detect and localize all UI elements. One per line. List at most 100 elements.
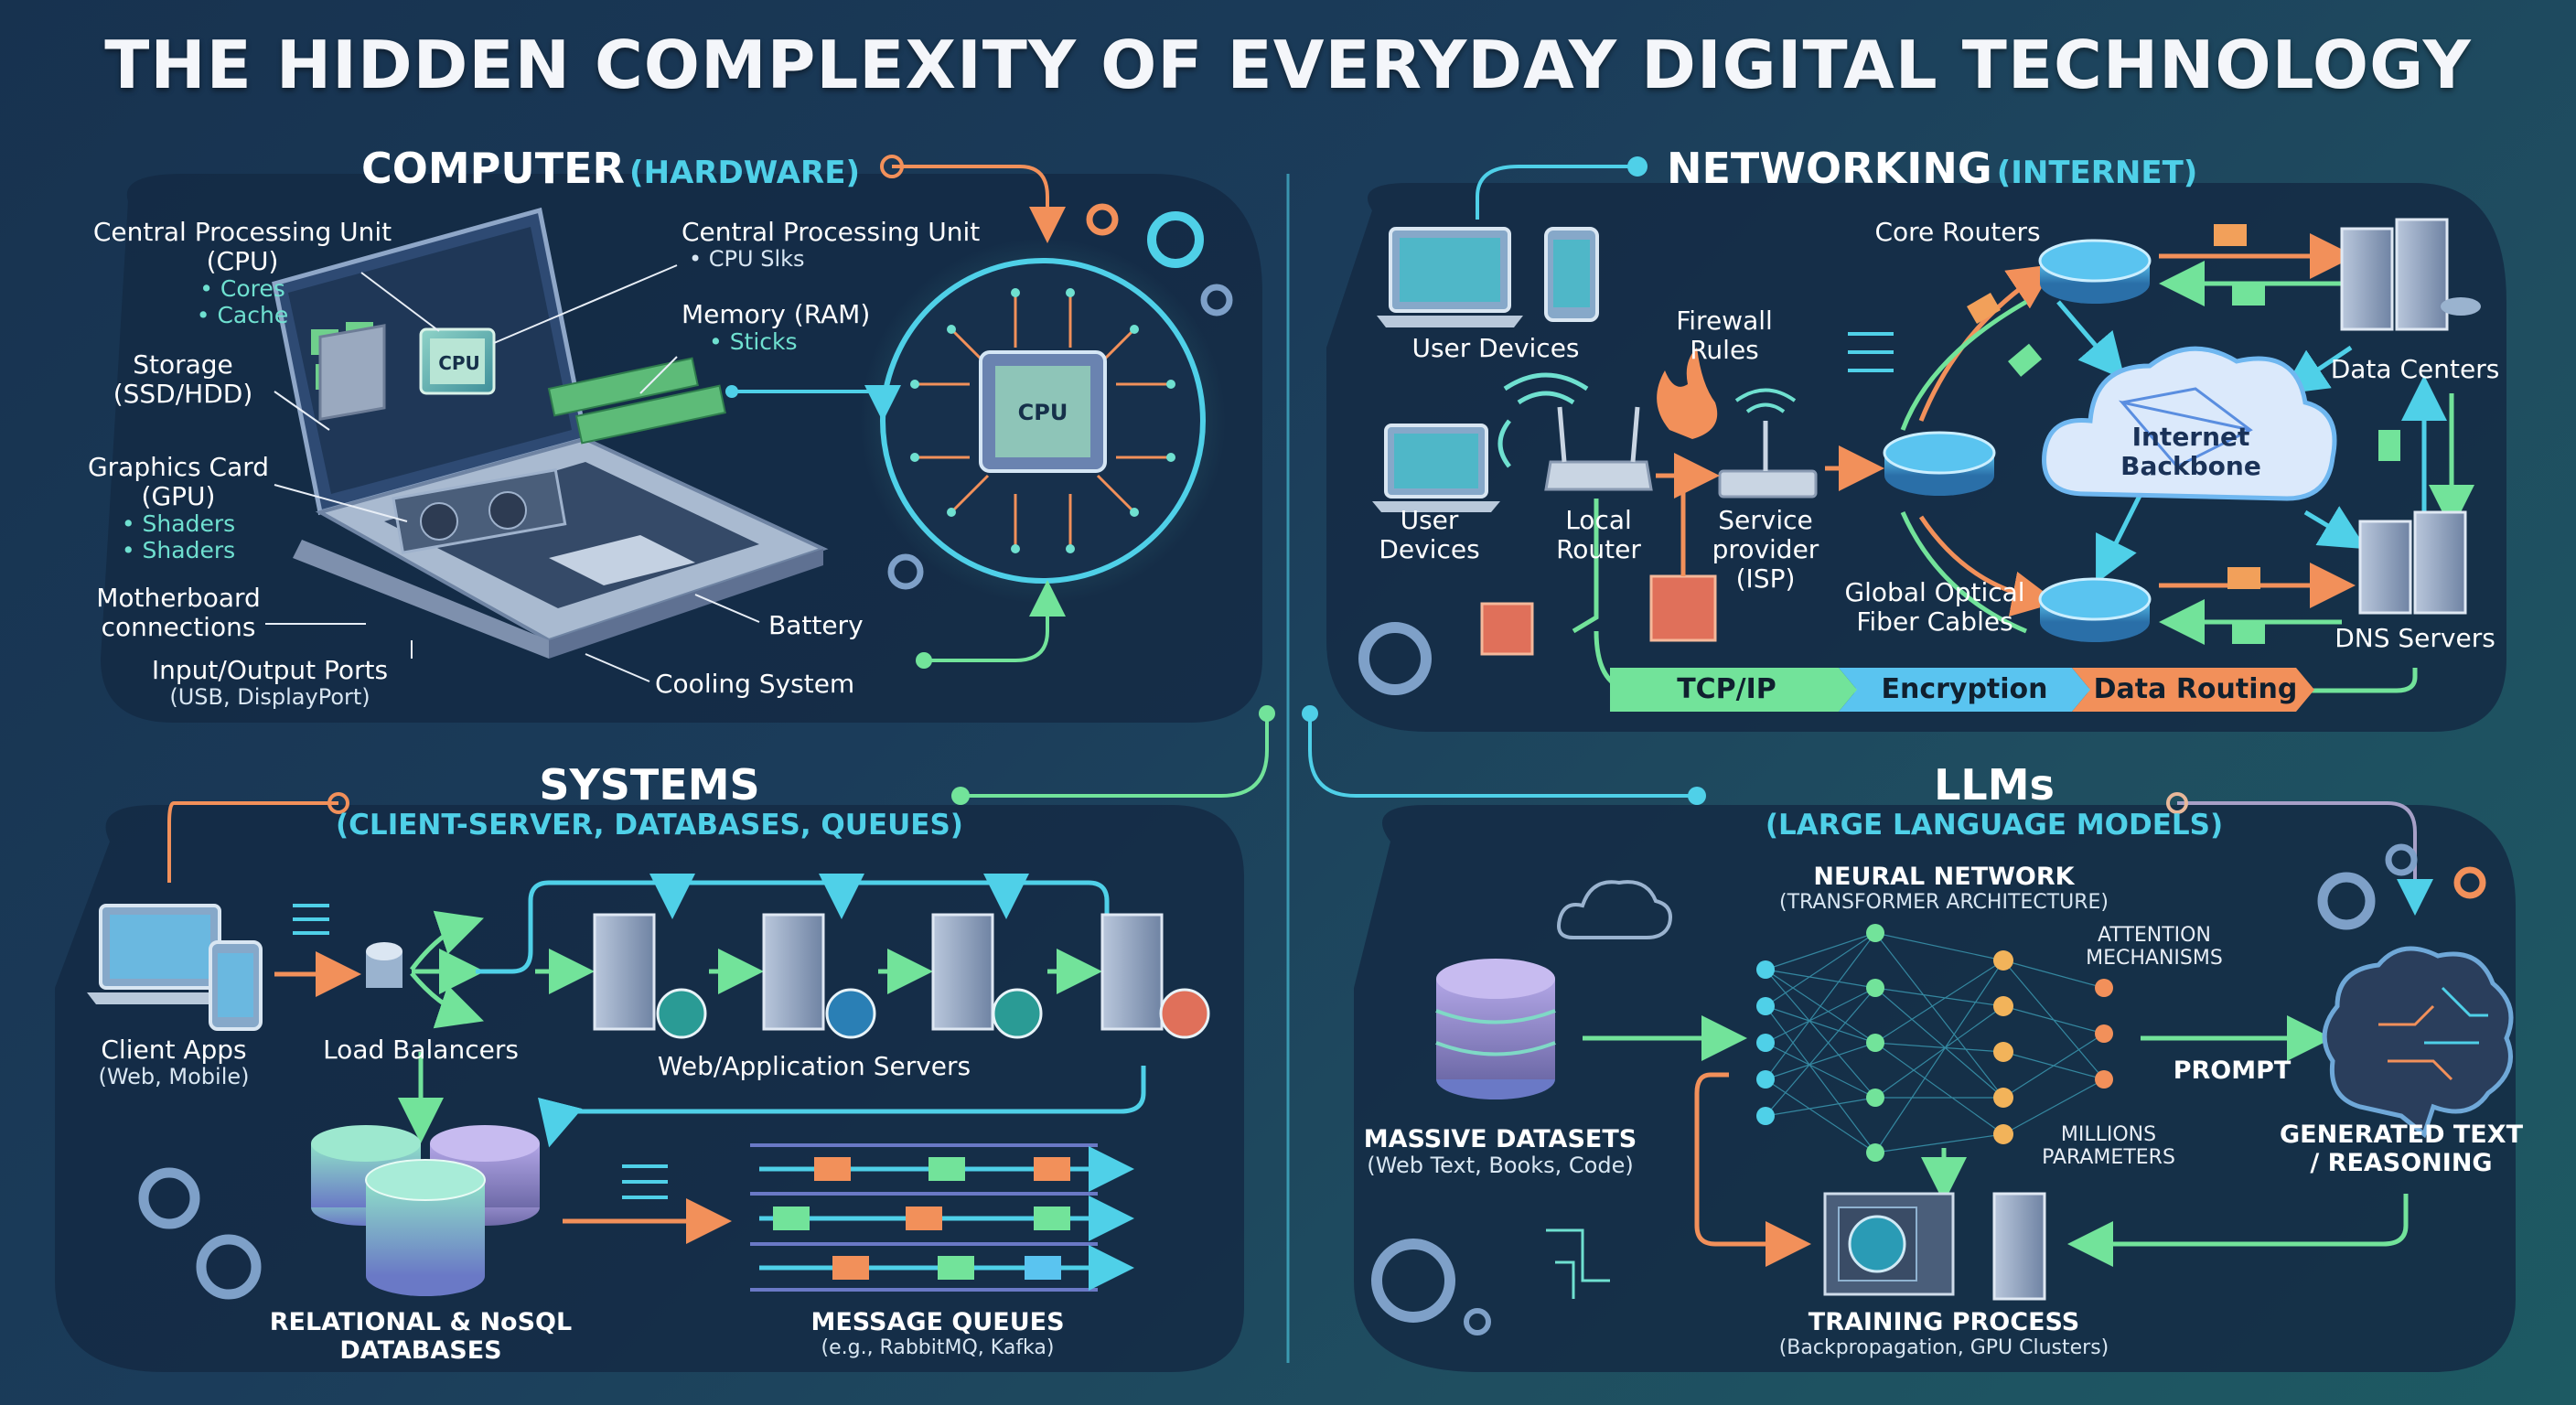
gpu-cluster-icon <box>1823 1192 2046 1301</box>
label-attention: ATTENTION MECHANISMS <box>2086 924 2223 971</box>
label-prompt: PROMPT <box>2173 1056 2292 1085</box>
label-client-apps: Client Apps (Web, Mobile) <box>98 1035 250 1090</box>
cpu-traces <box>915 293 1171 549</box>
connector-dot <box>1302 705 1318 722</box>
data-center-icon <box>2340 218 2481 331</box>
message-queue-icon <box>750 1143 1134 1292</box>
gear-icon <box>196 1234 262 1300</box>
label-generated-text: GENERATED TEXT / REASONING <box>2279 1121 2523 1178</box>
llms-heading: LLMs <box>1934 760 2055 810</box>
server-icon <box>593 913 707 1039</box>
center-connector-left <box>961 713 1269 798</box>
llms-subheading: (LARGE LANGUAGE MODELS) <box>1765 808 2224 842</box>
bar-tcp-label: TCP/IP <box>1677 673 1776 705</box>
label-message-queues: MESSAGE QUEUES (e.g., RabbitMQ, Kafka) <box>810 1308 1065 1360</box>
circuit-icon <box>1546 1228 1610 1299</box>
connector-dot <box>951 787 970 805</box>
router-icon <box>1883 431 1996 496</box>
label-training: TRAINING PROCESS (Backpropagation, GPU C… <box>1778 1308 2109 1360</box>
gpu-card <box>392 468 567 554</box>
networking-heading: NETWORKING <box>1667 144 1992 193</box>
connector-dot <box>1259 705 1275 722</box>
systems-heading-group: SYSTEMS (CLIENT-SERVER, DATABASES, QUEUE… <box>101 761 1198 842</box>
llms-arrow-top <box>2177 801 2433 916</box>
bar-routing-label: Data Routing <box>2093 673 2298 705</box>
label-databases: RELATIONAL & NoSQL DATABASES <box>269 1308 573 1366</box>
label-data-centers: Data Centers <box>2330 354 2500 384</box>
list-icon <box>293 904 329 935</box>
label-gpu: Graphics Card (GPU) • Shaders • Shaders <box>87 452 270 564</box>
computer-heading: COMPUTER <box>361 144 625 193</box>
bar-encryption-label: Encryption <box>1881 673 2048 705</box>
llm-links <box>1583 1015 2409 1267</box>
llms-heading-group: LLMs (LARGE LANGUAGE MODELS) <box>1720 761 2269 842</box>
dataset-icon <box>1435 959 1556 1099</box>
label-storage: Storage (SSD/HDD) <box>113 349 253 410</box>
connector-dot <box>1688 787 1706 805</box>
dns-server-icon <box>2358 510 2467 615</box>
label-battery: Battery <box>768 610 864 640</box>
label-cpu-left: Central Processing Unit (CPU) • Cores • … <box>92 217 392 329</box>
neural-network-icon <box>1756 924 2113 1162</box>
page-title: THE HIDDEN COMPLEXITY OF EVERYDAY DIGITA… <box>104 27 2472 103</box>
label-web-servers: Web/Application Servers <box>657 1051 971 1081</box>
router-icon <box>2038 239 2152 304</box>
brain-icon <box>2322 946 2514 1139</box>
isp-device-icon <box>1718 421 1818 499</box>
label-cooling: Cooling System <box>655 669 855 699</box>
computer-arrow-top <box>892 165 1066 243</box>
computer-subheading: (HARDWARE) <box>629 155 860 191</box>
computer-leader-lines <box>265 264 760 682</box>
gear-icon <box>2385 843 2418 876</box>
gear-icon <box>2317 872 2376 930</box>
computer-arrow-bottom <box>924 580 1066 662</box>
label-user-devices-top: User Devices <box>1411 333 1580 363</box>
label-fiber: Global Optical Fiber Cables <box>1844 577 2025 638</box>
gear-icon <box>138 1167 200 1229</box>
label-datasets: MASSIVE DATASETS (Web Text, Books, Code) <box>1363 1125 1637 1179</box>
list-icon <box>1848 332 1894 372</box>
server-icon <box>931 913 1043 1039</box>
load-balancer-icon <box>366 910 485 1029</box>
label-internet-backbone: Internet Backbone <box>2120 422 2261 482</box>
systems-links <box>398 874 1146 1244</box>
label-core-routers: Core Routers <box>1874 217 2041 247</box>
gear-icon <box>1147 211 1204 268</box>
label-memory: Memory (RAM) • Sticks <box>682 299 871 356</box>
wifi-icon <box>1734 388 1797 413</box>
systems-subheading: (CLIENT-SERVER, DATABASES, QUEUES) <box>336 808 963 842</box>
computer-heading-group: COMPUTER (HARDWARE) <box>361 145 860 193</box>
computer-arrow-ram <box>732 384 901 422</box>
center-connector-right <box>1308 713 1697 798</box>
local-router-icon <box>1544 406 1653 491</box>
label-dns: DNS Servers <box>2334 623 2496 653</box>
gear-icon <box>1371 1239 1455 1323</box>
bar-route-shape <box>2072 668 2314 712</box>
wifi-icon <box>1497 372 1589 468</box>
label-parameters: MILLIONS PARAMETERS <box>2042 1123 2175 1170</box>
label-local-router: Local Router <box>1556 505 1641 565</box>
label-cpu-big-chip: CPU <box>1017 400 1068 425</box>
user-devices-top-icon <box>1377 227 1599 327</box>
user-devices-icon <box>1372 424 1500 512</box>
label-load-balancers: Load Balancers <box>323 1035 519 1065</box>
router-icon <box>2038 577 2152 642</box>
gear-icon <box>887 553 924 590</box>
internet-cloud-icon <box>2042 346 2337 501</box>
llms-panel <box>1354 805 2516 1372</box>
list-icon <box>622 1164 668 1199</box>
label-cpu-right: Central Processing Unit • CPU Slks <box>682 217 981 273</box>
networking-arrow-top <box>1476 165 1637 220</box>
bar-tcp-shape <box>1610 668 1857 712</box>
label-isp: Service provider (ISP) <box>1712 505 1819 595</box>
bar-enc-shape <box>1839 668 2090 712</box>
client-apps-icon <box>87 904 263 1031</box>
server-icon <box>1100 913 1210 1039</box>
gear-icon <box>1464 1308 1491 1335</box>
envelope-icon <box>1967 224 2260 589</box>
database-icon <box>311 1125 540 1296</box>
laptop-illustration <box>272 207 829 659</box>
label-neural-network: NEURAL NETWORK (TRANSFORMER ARCHITECTURE… <box>1779 863 2109 915</box>
label-cpu-chip: CPU <box>438 352 480 374</box>
networking-subheading: (INTERNET) <box>1996 155 2198 191</box>
